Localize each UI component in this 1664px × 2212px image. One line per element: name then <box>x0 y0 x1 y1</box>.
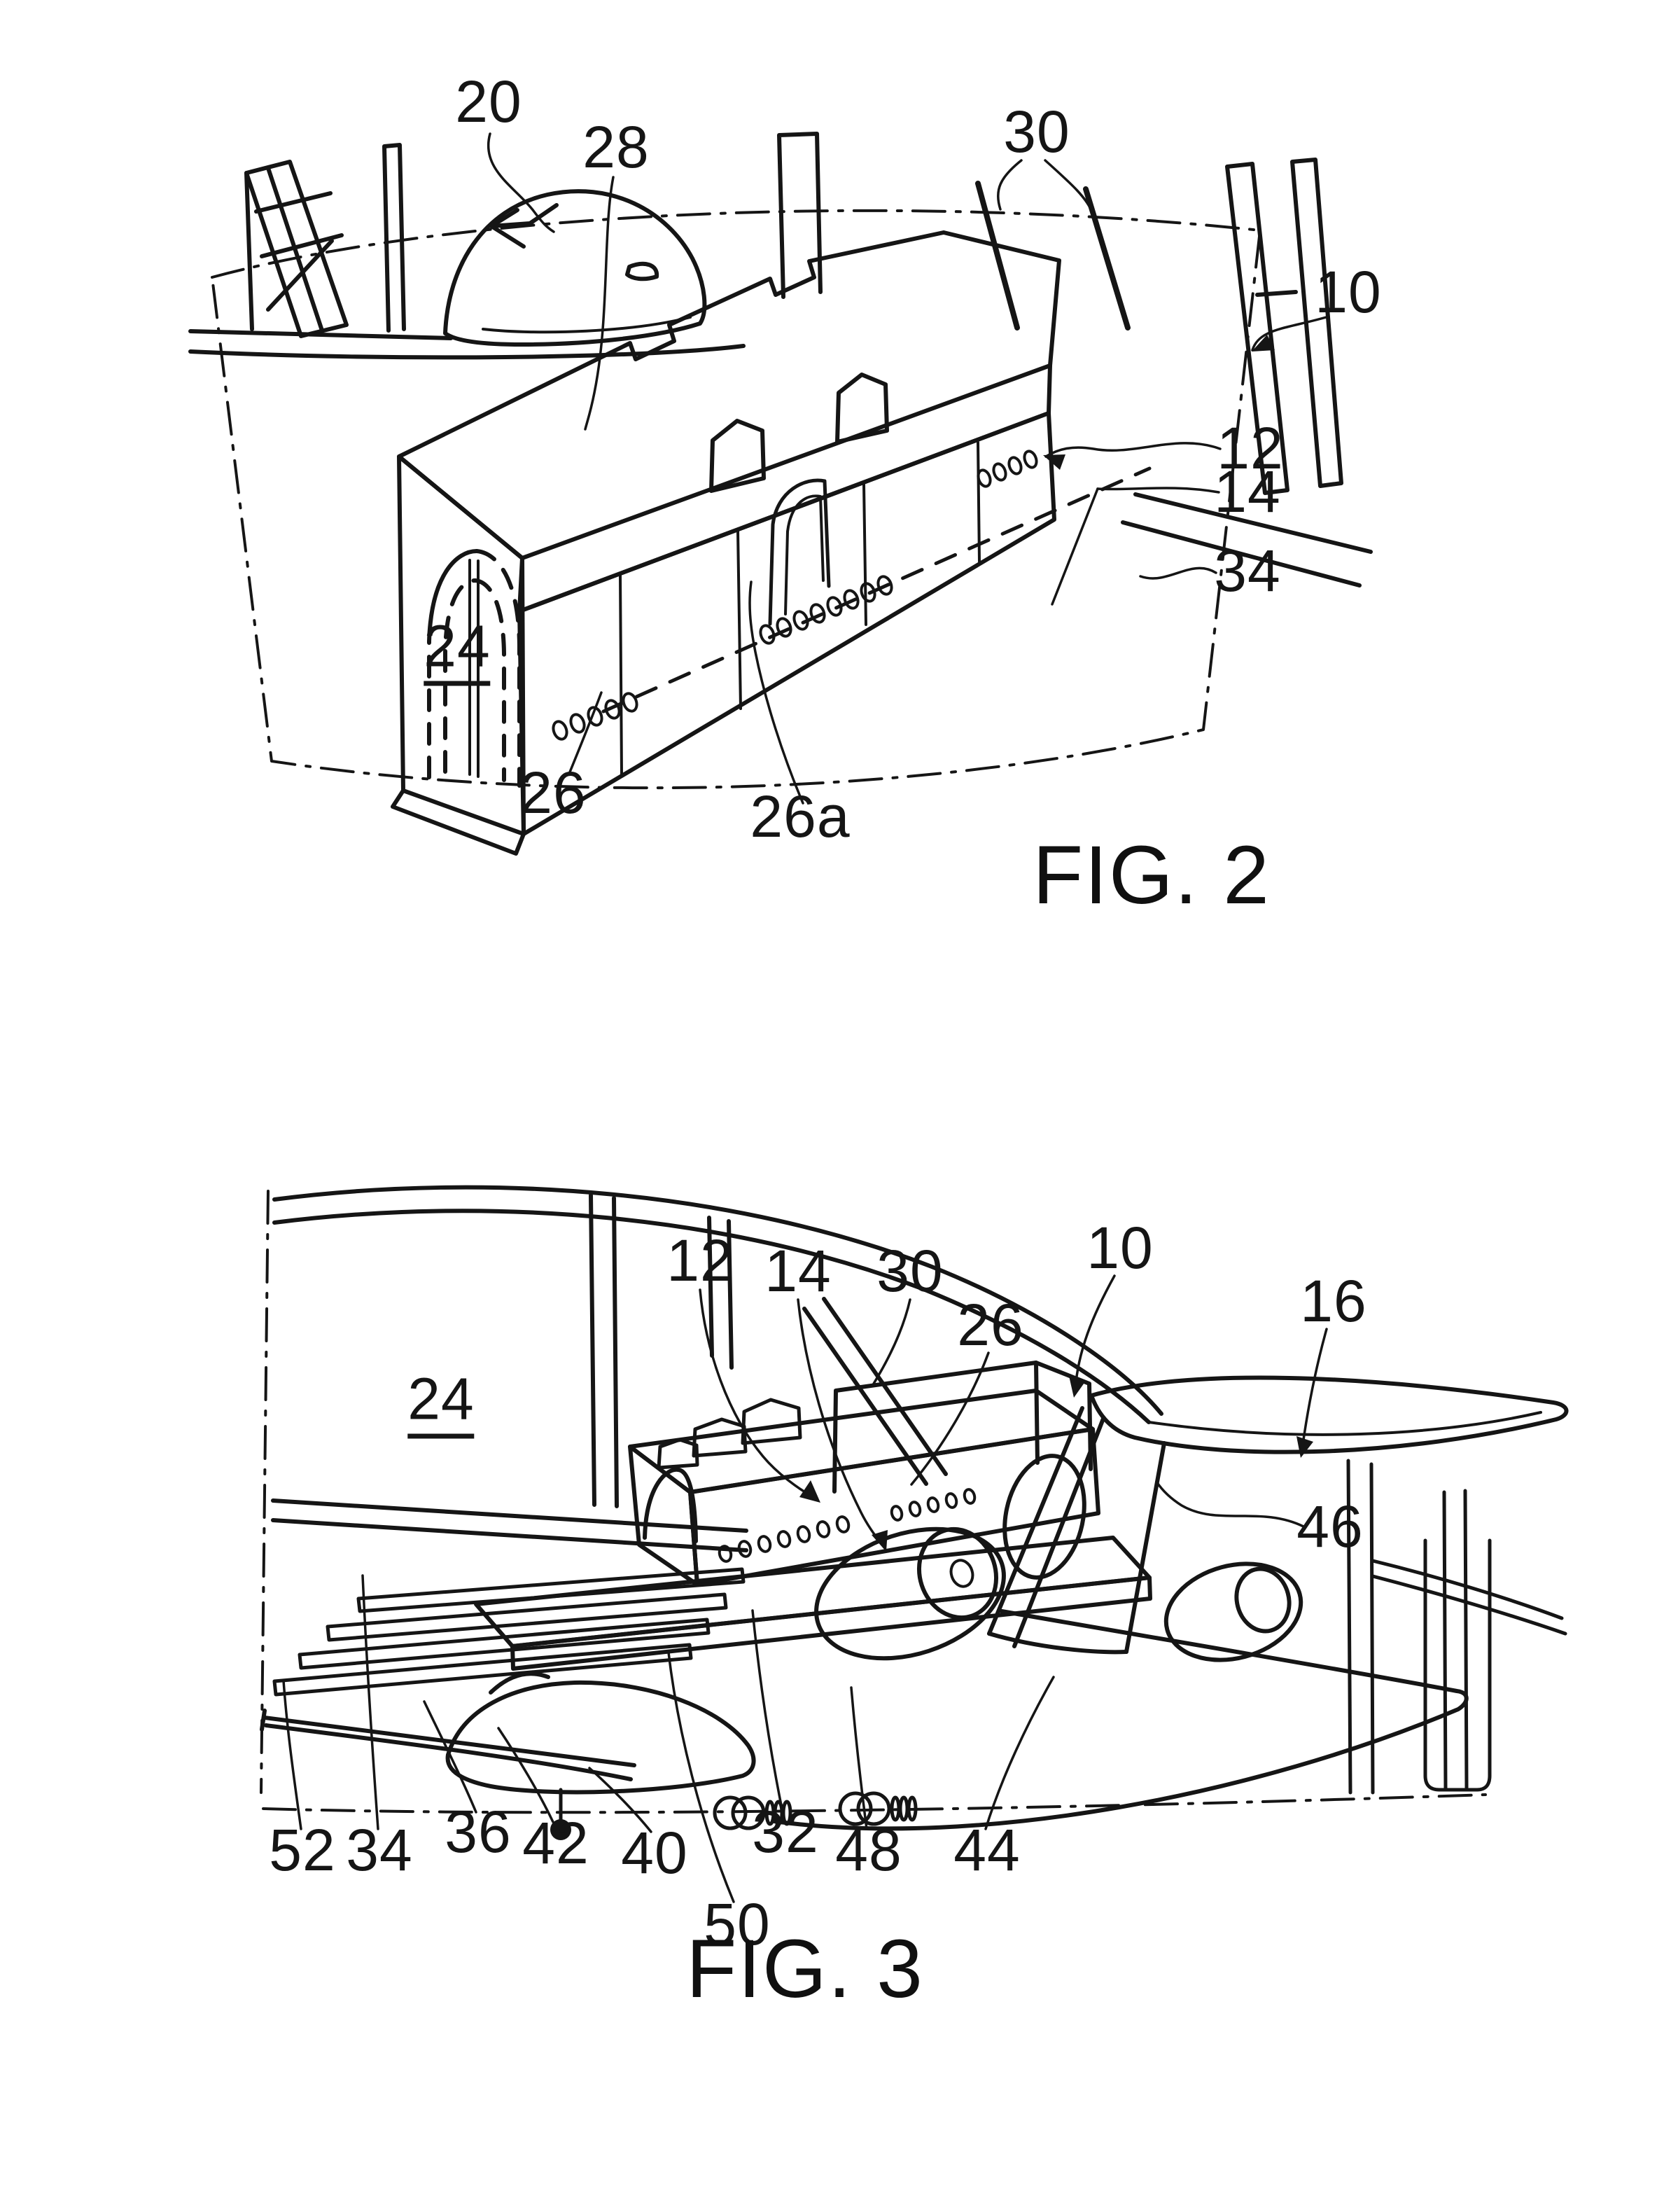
fig3-right-supports <box>1346 1459 1567 1795</box>
figure3-caption: FIG. 3 <box>686 1923 924 2015</box>
fig3-tail-section <box>772 1375 1569 1831</box>
fig2-section-boundary <box>211 209 1261 790</box>
fig3-landing-gear <box>713 1791 918 1830</box>
fig2-aircraft-nose <box>443 189 707 347</box>
fig3-left-boundary <box>260 1190 270 1794</box>
fig2-window-rows <box>552 450 1038 741</box>
fig2-fixture-box <box>391 230 1152 856</box>
fig3-small-aircraft <box>260 1671 756 1840</box>
fig2-leader-arrowheads <box>1043 335 1275 470</box>
fig3-platform-planks <box>272 1536 1152 1697</box>
fig2-leader-lines <box>487 132 1330 805</box>
figure2-caption: FIG. 2 <box>1033 829 1271 921</box>
figure2-drawing <box>188 132 1373 856</box>
fig3-fuselage-crown <box>271 1185 1163 1552</box>
fig3-open-crate <box>832 1361 1093 1494</box>
figure3-drawing <box>260 1185 1569 1903</box>
fig3-window-rows <box>718 1488 977 1563</box>
fig3-leader-lines <box>282 1274 1328 1903</box>
fig2-right-structure <box>1121 158 1373 587</box>
fig3-engine-nacelles <box>814 1526 1303 1662</box>
fig3-ground-line <box>262 1793 1487 1814</box>
fig3-leader-arrowheads <box>799 1376 1313 1552</box>
fig2-pillar <box>777 132 823 299</box>
fig2-scaffold <box>188 143 746 360</box>
fig3-fixture-box <box>628 1389 1100 1587</box>
